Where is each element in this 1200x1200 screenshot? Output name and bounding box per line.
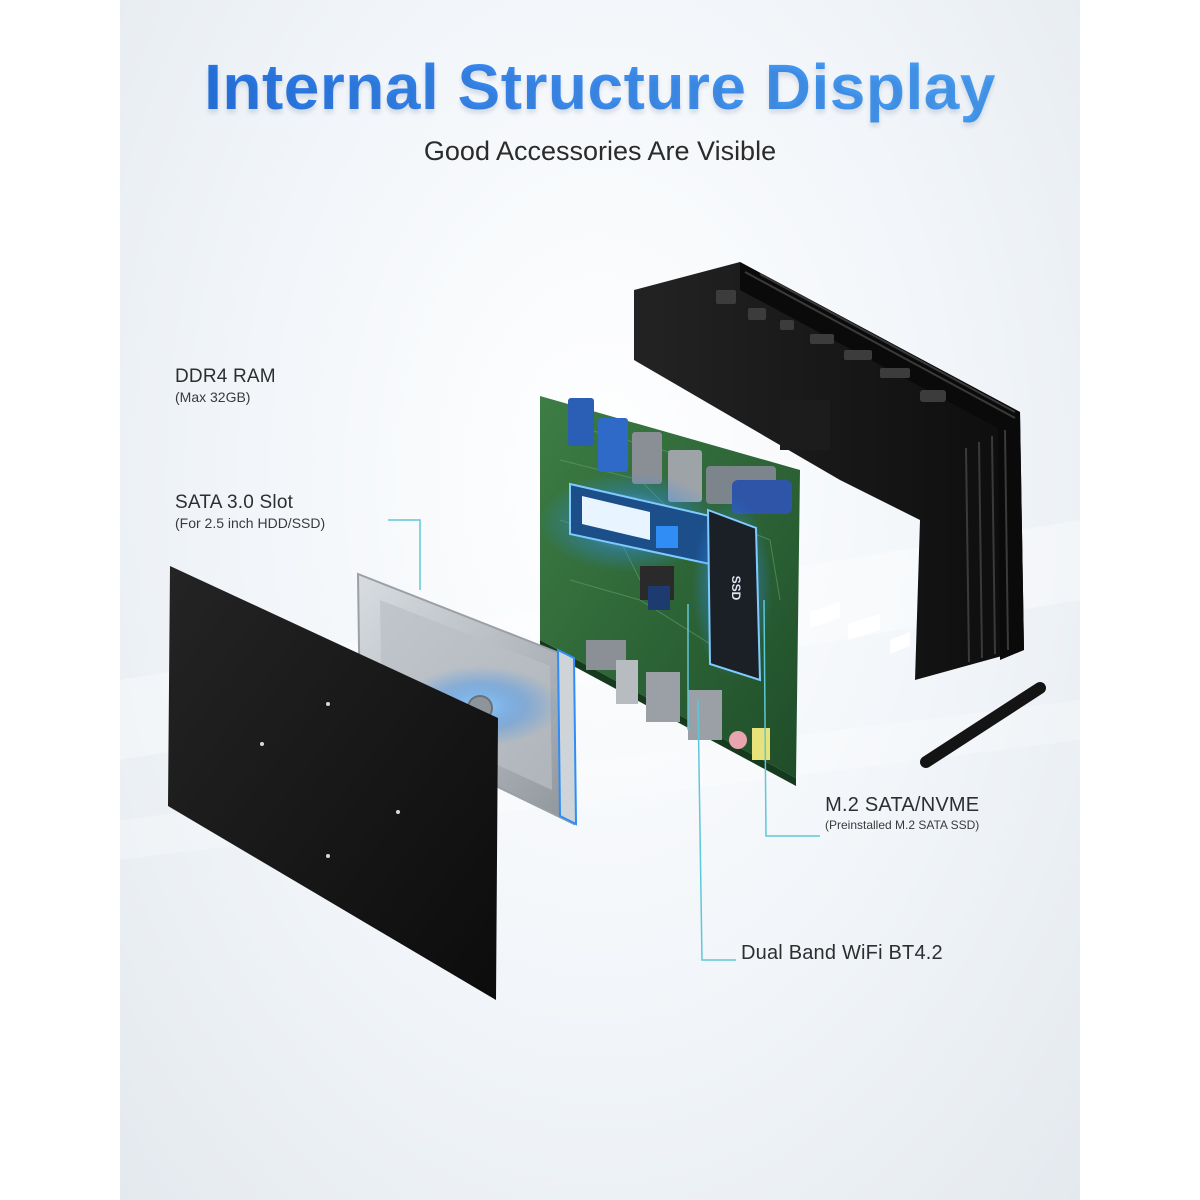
- callout-sata-detail: (For 2.5 inch HDD/SSD): [175, 515, 326, 531]
- bottom-cover-plate-icon: [168, 566, 498, 1000]
- callout-m2-label: M.2 SATA/NVME: [825, 794, 980, 816]
- ssd-label: SSD: [729, 576, 743, 601]
- leader-lines: [388, 519, 820, 961]
- ram-module-icon: [540, 472, 720, 572]
- product-infographic-panel: SSD: [120, 0, 1080, 1200]
- callout-ram-label: DDR4 RAM: [175, 366, 276, 387]
- motherboard-icon: SSD: [540, 396, 800, 786]
- wifi-antenna-icon: [920, 682, 1046, 768]
- page-title: Internal Structure Display: [120, 50, 1080, 124]
- callout-ddr4-ram: DDR4 RAM (Max 32GB): [175, 366, 276, 406]
- heatsink-chassis-icon: [634, 262, 1024, 680]
- callout-ram-detail: (Max 32GB): [175, 389, 251, 405]
- callout-m2-detail: (Preinstalled M.2 SATA SSD): [825, 818, 980, 832]
- callout-wifi-bt: Dual Band WiFi BT4.2: [741, 942, 943, 964]
- page-subtitle: Good Accessories Are Visible: [423, 136, 777, 166]
- callout-sata-label: SATA 3.0 Slot: [175, 492, 294, 513]
- m2-ssd-module-icon: SSD: [692, 498, 772, 682]
- callout-wifi-label: Dual Band WiFi BT4.2: [741, 942, 943, 964]
- callout-m2-ssd: M.2 SATA/NVME (Preinstalled M.2 SATA SSD…: [825, 794, 979, 834]
- callout-sata-slot: SATA 3.0 Slot (For 2.5 inch HDD/SSD): [175, 492, 325, 532]
- exploded-view-illustration: SSD: [120, 262, 1080, 1000]
